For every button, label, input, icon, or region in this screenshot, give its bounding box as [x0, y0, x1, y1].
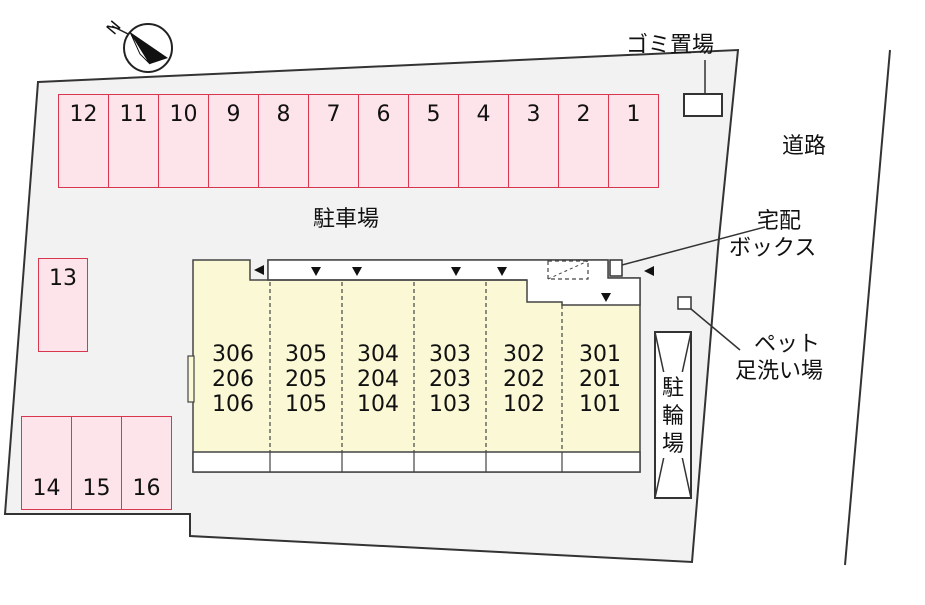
- parking-slot-11: 11: [108, 94, 159, 188]
- bicycle-parking: [654, 331, 692, 499]
- unit-106: 106: [212, 392, 254, 417]
- bike-label-2: 輪: [662, 404, 685, 429]
- compass-icon: [111, 23, 173, 73]
- unit-302: 302: [503, 342, 545, 367]
- delivery-box-label-line1: 宅配: [757, 209, 802, 234]
- parking-slot-10: 10: [158, 94, 209, 188]
- parking-slot-3: 3: [508, 94, 559, 188]
- unit-104: 104: [357, 392, 399, 417]
- unit-305: 305: [285, 342, 327, 367]
- entrance-arrows: [254, 265, 654, 302]
- parking-slot-14: 14: [21, 416, 72, 510]
- unit-202: 202: [503, 367, 545, 392]
- unit-204: 204: [357, 367, 399, 392]
- unit-101: 101: [579, 392, 621, 417]
- parking-slot-6: 6: [358, 94, 409, 188]
- parking-slot-8: 8: [258, 94, 309, 188]
- road-edge-line: [844, 49, 891, 566]
- bike-label-3: 場: [662, 432, 685, 457]
- garbage-area: [683, 93, 723, 117]
- parking-slot-15: 15: [71, 416, 122, 510]
- parking-slot-5: 5: [408, 94, 459, 188]
- parking-slot-16: 16: [121, 416, 172, 510]
- unit-301: 301: [579, 342, 621, 367]
- unit-201: 201: [579, 367, 621, 392]
- garbage-label: ゴミ置場: [626, 33, 715, 58]
- unit-103: 103: [429, 392, 471, 417]
- apartment-building: [187, 259, 641, 473]
- unit-303: 303: [429, 342, 471, 367]
- road-label: 道路: [782, 134, 827, 159]
- unit-205: 205: [285, 367, 327, 392]
- delivery-box-marker: [609, 259, 623, 277]
- bike-label-1: 駐: [662, 376, 685, 401]
- unit-203: 203: [429, 367, 471, 392]
- parking-slot-4: 4: [458, 94, 509, 188]
- parking-slot-9: 9: [208, 94, 259, 188]
- parking-slot-1: 1: [608, 94, 659, 188]
- unit-304: 304: [357, 342, 399, 367]
- unit-105: 105: [285, 392, 327, 417]
- parking-slot-13: 13: [38, 258, 88, 352]
- pet-label-line1: ペット: [754, 332, 821, 357]
- pet-label-line2: 足洗い場: [735, 359, 824, 384]
- parking-label: 駐車場: [313, 207, 380, 232]
- pet-wash-area: [677, 296, 692, 310]
- parking-slot-7: 7: [308, 94, 359, 188]
- unit-102: 102: [503, 392, 545, 417]
- unit-206: 206: [212, 367, 254, 392]
- unit-306: 306: [212, 342, 254, 367]
- parking-slot-12: 12: [58, 94, 109, 188]
- parking-slot-2: 2: [558, 94, 609, 188]
- delivery-box-label-line2: ボックス: [729, 236, 817, 261]
